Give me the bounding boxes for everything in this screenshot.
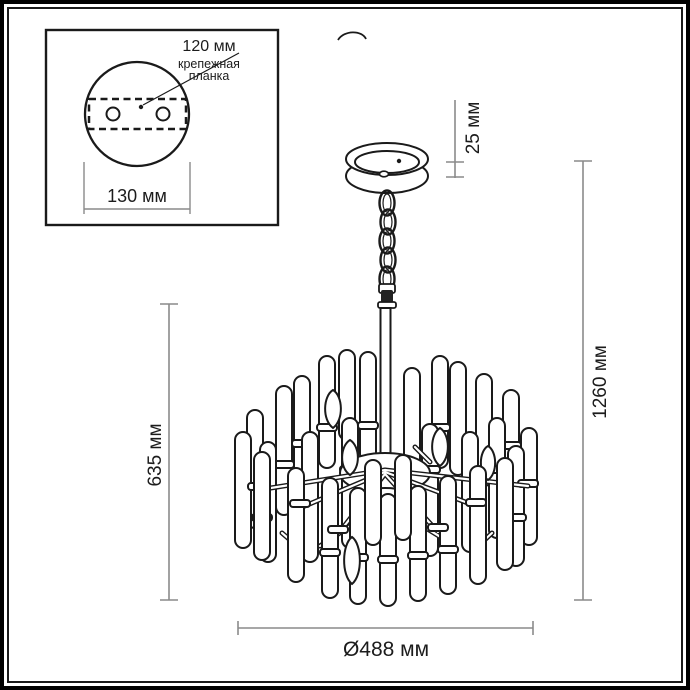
canopy-inner-surface — [354, 150, 420, 174]
tube-ring — [427, 523, 449, 532]
tube — [439, 475, 457, 595]
chain-link-inner — [383, 250, 393, 270]
screw-hole-left — [105, 106, 121, 122]
tube-ring — [377, 555, 399, 564]
mounting-plate-circle — [83, 60, 191, 168]
chain-link-inner — [382, 193, 392, 213]
chain-link-inner — [383, 212, 393, 232]
canopy-hole-dot — [396, 158, 402, 164]
tube — [364, 459, 382, 546]
tube-ring — [357, 421, 379, 430]
candle-bulb — [431, 426, 449, 468]
chandelier-body — [234, 349, 539, 607]
dimension-plate-width: 130 мм — [83, 162, 191, 214]
dimension-fixture-height: 635 мм — [145, 303, 178, 601]
dimension-diameter: Ø488 мм — [237, 621, 534, 661]
hole-spacing-label: 120 мм — [182, 38, 235, 55]
chain-link-inner — [382, 231, 392, 251]
diameter-label: Ø488 мм — [343, 638, 429, 661]
mounting-bracket-dashed — [87, 97, 188, 131]
canopy-hole-open — [378, 170, 390, 178]
tube-ring — [465, 498, 487, 507]
chain-link — [378, 189, 396, 217]
chain — [378, 189, 397, 293]
leader-line — [142, 52, 240, 106]
bracket-label-line1: крепежная — [178, 57, 240, 71]
bracket-label-line2: планка — [189, 69, 230, 83]
tube — [394, 454, 412, 541]
tube-ring — [319, 548, 341, 557]
tube — [379, 493, 397, 607]
chain-link — [378, 227, 396, 255]
ceiling-cord-loop — [337, 31, 367, 41]
tube-ring — [407, 551, 429, 560]
tube — [409, 485, 427, 602]
candle-bulb — [324, 388, 342, 430]
center-point-dot — [138, 104, 144, 110]
total-height-label: 1260 мм — [590, 345, 611, 419]
candle-bulb — [343, 535, 361, 586]
dimension-total-height: 1260 мм — [574, 160, 611, 601]
dimension-canopy-height: 25 мм — [446, 100, 484, 178]
tube — [469, 465, 487, 585]
tube-ring — [437, 545, 459, 554]
tube — [253, 451, 271, 561]
tube-ring — [327, 525, 349, 534]
chain-link — [379, 208, 397, 236]
arm-stub-highlight — [413, 445, 432, 464]
candle-bulb — [341, 438, 359, 477]
chain-connector — [377, 283, 397, 309]
chain-link — [379, 246, 397, 274]
tube — [496, 457, 514, 571]
inset-detail-box: 120 мм крепежная планка 130 мм — [44, 28, 280, 227]
screw-hole-right — [155, 106, 171, 122]
fixture-height-label: 635 мм — [145, 423, 166, 486]
tube — [321, 477, 339, 599]
connector-body — [381, 290, 393, 303]
hanging-rod — [379, 307, 392, 477]
tube — [287, 467, 305, 583]
canopy — [345, 142, 429, 194]
tube-ring — [289, 499, 311, 508]
canopy-height-label: 25 мм — [463, 102, 484, 155]
arm-highlight — [256, 468, 387, 492]
plate-width-label: 130 мм — [107, 186, 167, 206]
tube — [359, 351, 377, 463]
